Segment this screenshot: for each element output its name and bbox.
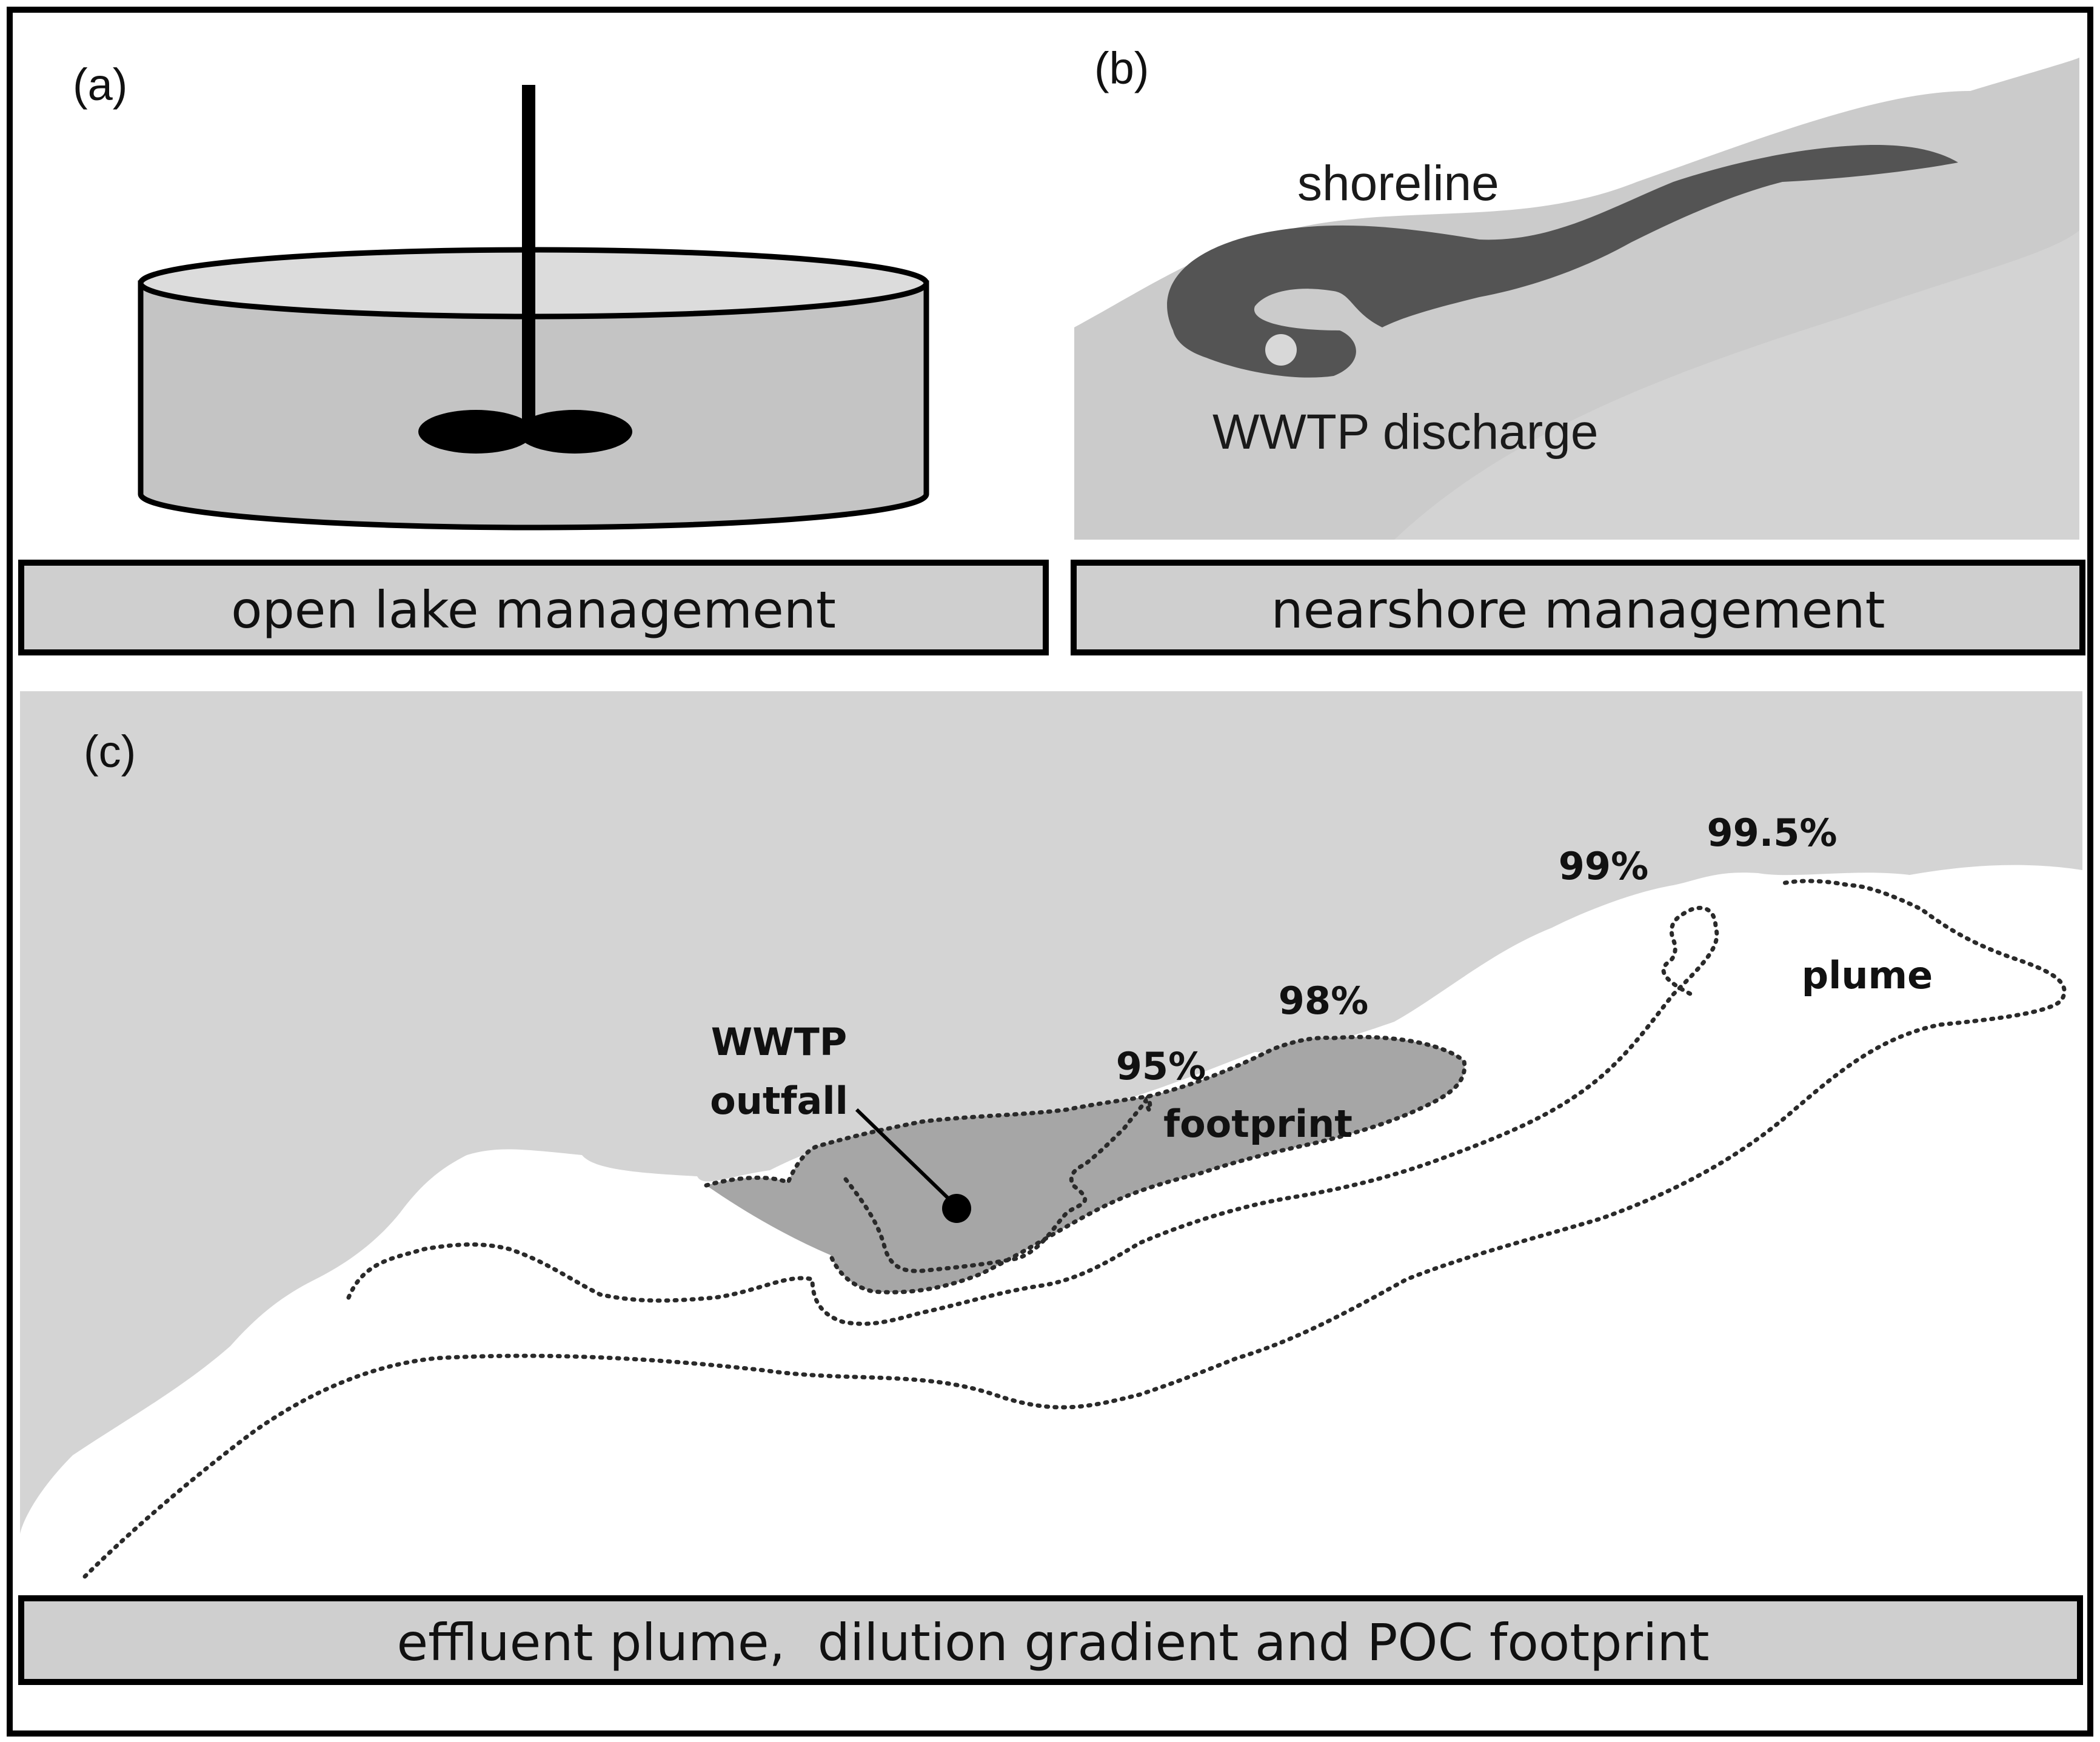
caption-c-bar (18, 1595, 2083, 1685)
percent-98-label: 98% (1279, 979, 1368, 1023)
outfall-label-line1: WWTP (711, 1020, 848, 1064)
impeller-blade-left (418, 410, 533, 454)
headland (1819, 778, 1955, 873)
caption-a-text: open lake management (231, 580, 836, 640)
wwtp-discharge-point (1265, 334, 1297, 366)
contour-98-percent (704, 1034, 1467, 1295)
impeller-shaft (522, 85, 535, 424)
contour-99-percent (346, 905, 1719, 1326)
contour-99-5-percent (82, 879, 2067, 1579)
dark-plume (1167, 145, 1958, 378)
impeller-blade-right (517, 410, 632, 454)
panel-c-letter: (c) (84, 726, 136, 777)
percent-99-label: 99% (1559, 844, 1648, 888)
shoreline-label: shoreline (1297, 156, 1499, 211)
percent-95-label: 95% (1116, 1044, 1206, 1088)
caption-c: effluent plume, dilution gradient and PO… (18, 1595, 2083, 1685)
caption-c-text: effluent plume, dilution gradient and PO… (396, 1613, 1709, 1672)
caption-a: open lake management (18, 560, 1049, 655)
wwtp-discharge-label: WWTP discharge (1212, 404, 1598, 460)
nearshore-water-deep (1394, 230, 2079, 540)
caption-b: nearshore management (1071, 560, 2085, 655)
panel-a-letter: (a) (73, 59, 127, 110)
caption-b-text: nearshore management (1271, 580, 1885, 640)
caption-b-bar (1071, 560, 2085, 655)
impeller-icon (418, 85, 632, 454)
outfall-leader-line (855, 1108, 952, 1202)
outfall-label-line2: outfall (710, 1079, 848, 1123)
panel-a: (a) (73, 59, 929, 531)
caption-a-bar (18, 560, 1049, 655)
footprint-area (706, 1037, 1465, 1293)
panel-b: shoreline WWTP discharge (b) (1074, 43, 2079, 540)
plume-label: plume (1802, 953, 1933, 997)
footprint-label: footprint (1163, 1102, 1353, 1146)
panel-c: WWTP outfall footprint 95% 98% 99% 99.5%… (20, 691, 2082, 1579)
percent-99-5-label: 99.5% (1707, 811, 1837, 855)
panel-b-letter: (b) (1094, 43, 1149, 93)
contour-95-percent (843, 1094, 1152, 1273)
